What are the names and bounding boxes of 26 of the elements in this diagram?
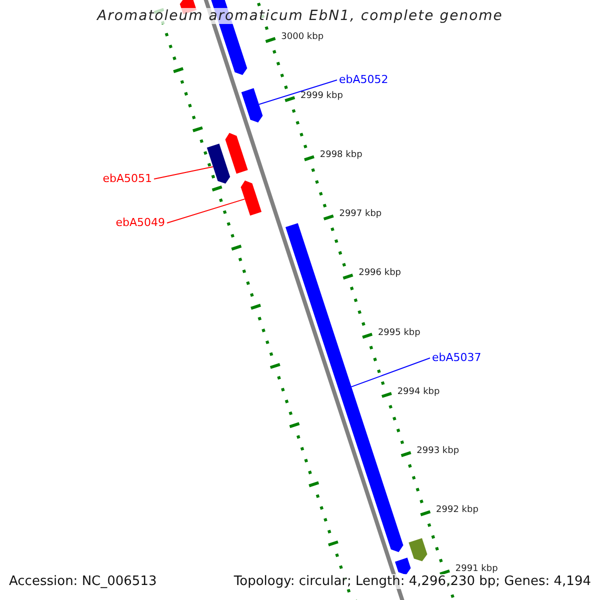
gene-bar bbox=[241, 88, 263, 122]
gene-bar bbox=[394, 558, 411, 575]
gene-bar bbox=[206, 144, 230, 184]
gene-label: ebA5052 bbox=[339, 72, 388, 86]
tick-label: 2998 kbp bbox=[320, 150, 362, 160]
tick-label: 2991 kbp bbox=[455, 564, 498, 574]
leader-line bbox=[258, 80, 338, 105]
gene-bar bbox=[408, 538, 428, 562]
leader-line bbox=[154, 166, 214, 180]
leader-line bbox=[350, 358, 430, 388]
tick-label: 2994 kbp bbox=[397, 386, 440, 397]
tick-label: 2997 kbp bbox=[339, 209, 382, 220]
tick-label: 3000 kbp bbox=[281, 32, 324, 42]
gene-label: ebA5051 bbox=[102, 172, 152, 184]
gene-label: ebA5049 bbox=[116, 216, 165, 228]
gene-label: ebA5037 bbox=[432, 350, 482, 364]
tick-label: 2995 kbp bbox=[378, 328, 420, 338]
tick-label: 2996 kbp bbox=[358, 268, 401, 278]
tick-label: 2993 kbp bbox=[416, 446, 460, 456]
tick-label: 2999 kbp bbox=[300, 90, 343, 101]
genome-summary: Topology: circular; Length: 4,296,230 bp; Genes: 4,194 bbox=[234, 574, 591, 589]
leader-line bbox=[166, 198, 246, 224]
tick-label: 2992 kbp bbox=[436, 505, 478, 516]
gene-bar bbox=[240, 180, 262, 216]
accession-label: Accession: NC_006513 bbox=[9, 574, 157, 589]
gene-bar bbox=[225, 132, 248, 174]
